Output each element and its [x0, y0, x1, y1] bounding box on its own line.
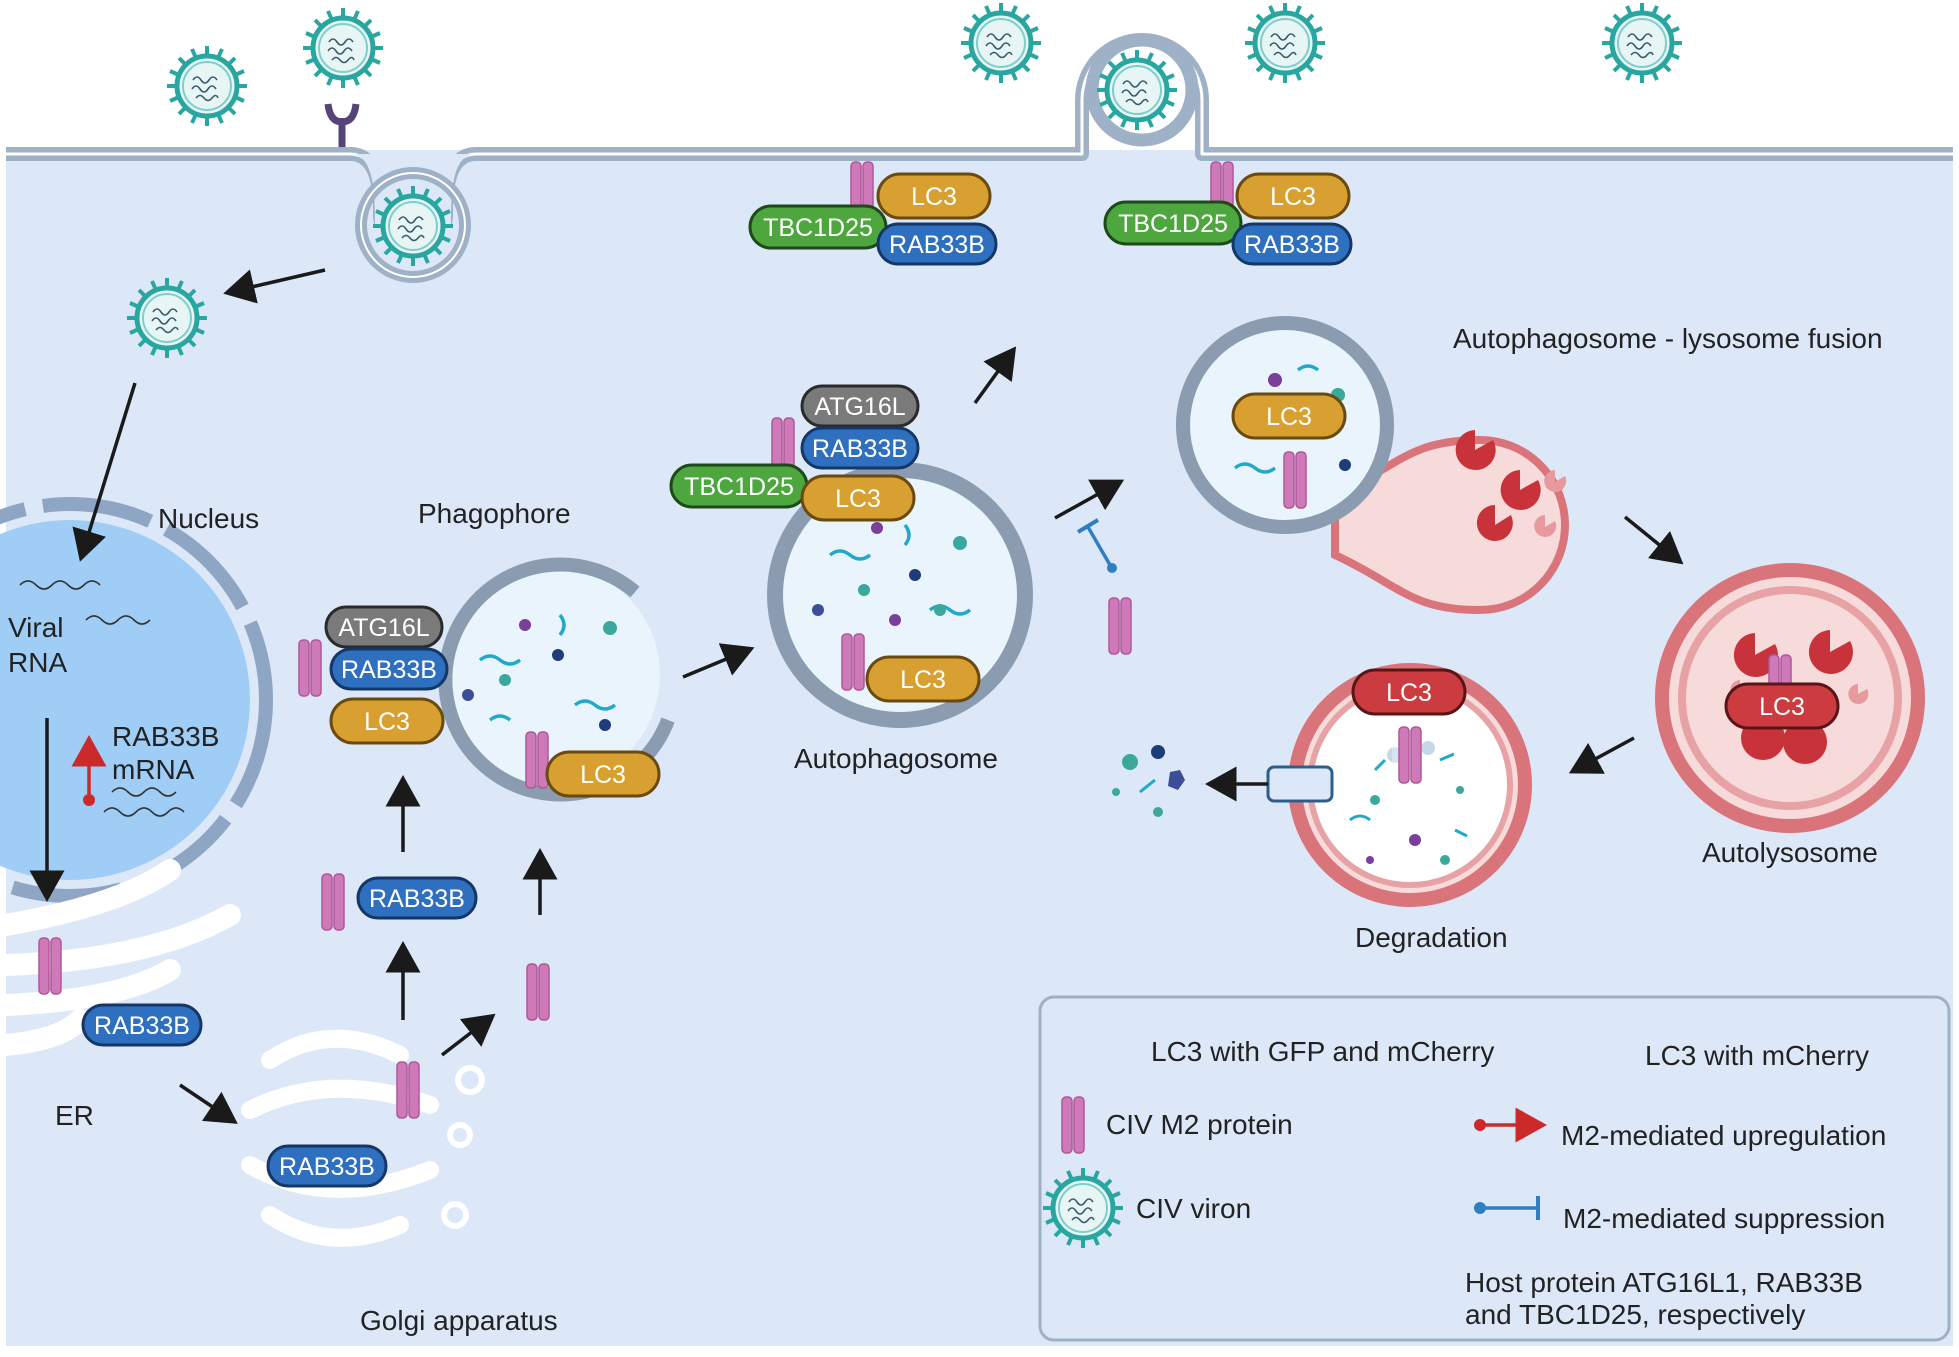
- lc3-mcherry-pill: LC3: [1351, 668, 1467, 716]
- virion-icon: [1245, 3, 1325, 83]
- rab33b-pill: RAB33B: [266, 1144, 388, 1188]
- legend: LC3 with GFP and mCherry LC3 with mCherr…: [1038, 995, 1951, 1342]
- receptor-icon: [324, 103, 360, 147]
- lc3-label: LC3: [911, 183, 957, 211]
- rab33b-label: RAB33B: [279, 1153, 375, 1181]
- rab33b-label: RAB33B: [812, 435, 908, 463]
- tbc1d25-pill: TBC1D25: [669, 463, 809, 509]
- lc3-mcherry-label: LC3: [1759, 693, 1805, 721]
- nucleus: [0, 497, 273, 903]
- atg16l-label: ATG16L: [814, 393, 905, 421]
- virion-icon: [1097, 50, 1177, 130]
- label-rab33b-mrna-2: mRNA: [112, 754, 195, 785]
- rab33b-label: RAB33B: [341, 656, 437, 684]
- rab33b-label: RAB33B: [889, 231, 985, 259]
- suppression-bar-icon: [1076, 518, 1117, 573]
- rab33b-label: RAB33B: [369, 885, 465, 913]
- atg16l-pill: ATG16L: [800, 384, 920, 428]
- virion-icon: [303, 8, 383, 88]
- label-fusion: Autophagosome - lysosome fusion: [1453, 323, 1883, 354]
- rab33b-pill: RAB33B: [876, 222, 998, 266]
- rab33b-pill: RAB33B: [329, 647, 449, 691]
- legend-virion-icon: [1043, 1168, 1123, 1248]
- label-degradation: Degradation: [1355, 922, 1508, 953]
- lc3-label: LC3: [835, 485, 881, 513]
- tbc1d25-label: TBC1D25: [1118, 210, 1228, 238]
- legend-upregulation-arrow-icon: [1474, 1107, 1547, 1143]
- lysosomal-exporter-icon: [1266, 765, 1334, 803]
- lc3-pill: LC3: [545, 750, 661, 798]
- label-er: ER: [55, 1100, 94, 1131]
- legend-host-1: Host protein ATG16L1, RAB33B: [1465, 1267, 1863, 1298]
- lc3-pill: LC3: [329, 697, 445, 745]
- label-autophagosome: Autophagosome: [794, 743, 998, 774]
- legend-m2: CIV M2 protein: [1106, 1109, 1293, 1140]
- legend-host-2: and TBC1D25, respectively: [1465, 1299, 1805, 1330]
- label-autolysosome: Autolysosome: [1702, 837, 1878, 868]
- process-arrows: [29, 268, 1684, 1124]
- tbc1d25-pill: TBC1D25: [748, 204, 888, 250]
- lc3-mcherry-pill: LC3: [1724, 682, 1840, 730]
- virion-icon: [1602, 3, 1682, 83]
- lc3-label: LC3: [900, 666, 946, 694]
- rab33b-pill: RAB33B: [800, 426, 920, 470]
- label-phagophore: Phagophore: [418, 498, 571, 529]
- lc3-pill: LC3: [800, 474, 916, 522]
- legend-virion: CIV viron: [1136, 1193, 1251, 1224]
- lc3-pill: LC3: [865, 655, 981, 703]
- tbc1d25-pill: TBC1D25: [1103, 200, 1243, 246]
- virion-icon: [373, 186, 453, 266]
- lc3-label: LC3: [580, 761, 626, 789]
- upregulation-arrow-icon: [71, 735, 107, 806]
- lc3-mcherry-label: LC3: [1386, 679, 1432, 707]
- lc3-label: LC3: [1266, 403, 1312, 431]
- virion-icon: [167, 46, 247, 126]
- label-viral-rna-2: RNA: [8, 647, 67, 678]
- lc3-label: LC3: [1270, 183, 1316, 211]
- degradation-products: [1112, 745, 1185, 817]
- virion-icon: [127, 278, 207, 358]
- lc3-pill: LC3: [1235, 172, 1351, 220]
- label-viral-rna-1: Viral: [8, 612, 64, 643]
- atg16l-label: ATG16L: [338, 614, 429, 642]
- legend-suppression-bar-icon: [1474, 1196, 1540, 1220]
- lc3-pill: LC3: [876, 172, 992, 220]
- legend-upregulation: M2-mediated upregulation: [1561, 1120, 1886, 1151]
- virion-icon: [961, 3, 1041, 83]
- legend-lc3-gfp: LC3 with GFP and mCherry: [1151, 1036, 1494, 1067]
- tbc1d25-label: TBC1D25: [684, 473, 794, 501]
- tbc1d25-label: TBC1D25: [763, 214, 873, 242]
- lc3-pill: LC3: [1231, 392, 1347, 440]
- rab33b-pill: RAB33B: [356, 876, 478, 920]
- rab33b-label: RAB33B: [1244, 231, 1340, 259]
- rab33b-pill: RAB33B: [1231, 222, 1353, 266]
- label-rab33b-mrna-1: RAB33B: [112, 721, 219, 752]
- atg16l-pill: ATG16L: [324, 605, 444, 649]
- rab33b-label: RAB33B: [94, 1012, 190, 1040]
- label-golgi: Golgi apparatus: [360, 1305, 558, 1336]
- label-nucleus: Nucleus: [158, 503, 259, 534]
- rab33b-pill: RAB33B: [81, 1003, 203, 1047]
- legend-suppression: M2-mediated suppression: [1563, 1203, 1885, 1234]
- lc3-label: LC3: [364, 708, 410, 736]
- legend-lc3-mcherry: LC3 with mCherry: [1645, 1040, 1869, 1071]
